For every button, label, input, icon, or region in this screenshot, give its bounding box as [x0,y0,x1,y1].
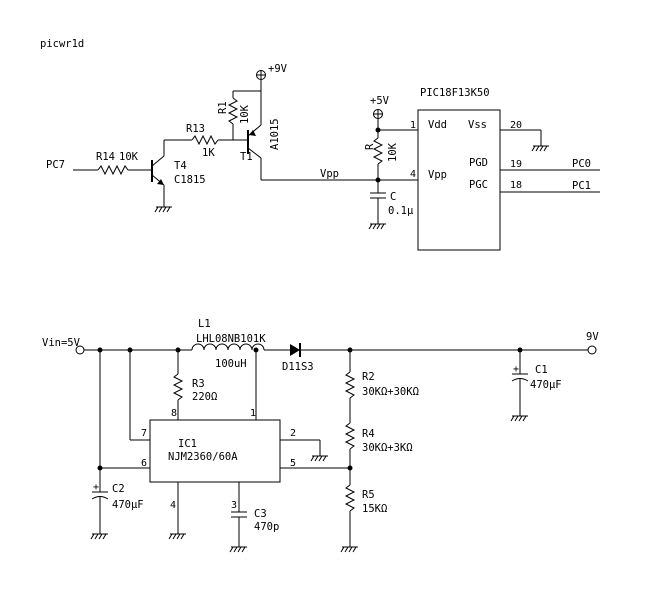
ic1-pin-8: 8 [171,408,177,419]
t1-part: A1015 [269,118,281,150]
net-label-9v: +9V [268,63,288,75]
r13-value: 1K [202,147,215,159]
pin-vss: Vss [468,119,487,131]
r1-ref: R1 [217,101,229,114]
r13-ref: R13 [186,123,205,135]
ground-t4 [154,202,173,213]
resistor-r5 [344,484,356,512]
t1-ref: T1 [240,151,253,163]
resistor-r [372,137,384,165]
net-label-vpp: Vpp [320,168,339,180]
diagram-title: picwr1d [40,38,84,50]
ground-vss [531,141,550,152]
c3-value: 470p [254,521,279,533]
ground-c2 [90,529,109,540]
r-ref: R [364,143,376,150]
l1-part: LHL08NB101K [196,333,266,345]
ic1-box [149,419,281,483]
ic1-pin-4: 4 [170,500,176,511]
r4-value: 30KΩ+3KΩ [362,442,413,454]
l1-value: 100uH [215,358,247,370]
l1-ref: L1 [198,318,211,330]
terminal-9v-out [587,345,597,355]
diode-label: D11S3 [282,361,314,373]
inductor-l1 [191,343,265,351]
r-value: 10K [387,142,399,162]
pin-vdd: Vdd [428,119,447,131]
pin-num-18: 18 [510,180,522,191]
c1-ref: C1 [535,364,548,376]
r3-ref: R3 [192,378,205,390]
net-label-pc0: PC0 [572,158,591,170]
resistor-r14 [97,164,129,176]
c-ref: C [390,191,396,203]
ic1-part: NJM2360/60A [168,451,238,463]
ic1-pin-5: 5 [290,458,296,469]
chip-name: PIC18F13K50 [420,87,490,99]
resistor-r2 [344,371,356,399]
capacitor-c [370,192,386,199]
ic1-pin-6: 6 [141,458,147,469]
r14-value: 10K [119,151,139,163]
ic1-pin-1: 1 [250,408,256,419]
chip-pic18f13k50 [417,109,501,251]
terminal-vin [75,345,85,355]
diode-d11s3 [290,343,301,357]
pin-vpp: Vpp [428,169,447,181]
c2-ref: C2 [112,483,125,495]
r5-value: 15KΩ [362,503,387,515]
pin-pgd: PGD [469,157,488,169]
ground-ic1-pin4 [168,529,187,540]
ic1-pin-7: 7 [141,428,147,439]
svg-text:+: + [93,482,99,493]
resistor-r3 [172,373,184,401]
net-label-pc1: PC1 [572,180,591,192]
net-label-pc7: PC7 [46,159,65,171]
pin-num-1: 1 [410,120,416,131]
c1-value: 470μF [530,379,562,391]
pin-num-19: 19 [510,159,522,170]
resistor-r1 [227,97,239,125]
capacitor-c1: + [511,364,529,382]
net-label-vin: Vin=5V [42,337,81,349]
ground-r5 [340,542,359,553]
resistor-r4 [344,422,356,450]
r4-ref: R4 [362,428,375,440]
r2-value: 30KΩ+30KΩ [362,386,419,398]
ground-c [368,219,387,230]
net-label-5v: +5V [370,95,390,107]
r2-ref: R2 [362,371,375,383]
r14-ref: R14 [96,151,115,163]
ic1-ref: IC1 [178,438,197,450]
ground-c1 [510,411,529,422]
r5-ref: R5 [362,489,375,501]
r3-value: 220Ω [192,391,217,403]
r1-value: 10K [239,104,251,124]
pin-num-20: 20 [510,120,522,131]
transistor-t4 [151,140,165,203]
c-value: 0.1μ [388,205,414,217]
c3-ref: C3 [254,508,267,520]
net-label-9v-out: 9V [586,331,599,343]
c2-value: 470μF [112,499,144,511]
capacitor-c3 [231,511,247,518]
capacitor-c2: + [91,482,109,500]
svg-text:+: + [513,364,519,375]
t4-part: C1815 [174,174,206,186]
t4-ref: T4 [174,160,187,172]
pin-pgc: PGC [469,179,488,191]
pin-num-4: 4 [410,169,416,180]
ground-c3 [229,542,248,553]
ic1-pin-3: 3 [231,500,237,511]
ic1-pin-2: 2 [290,428,296,439]
ground-ic1-pin2 [310,451,329,462]
transistor-t1 [247,115,262,180]
resistor-r13 [191,134,219,146]
